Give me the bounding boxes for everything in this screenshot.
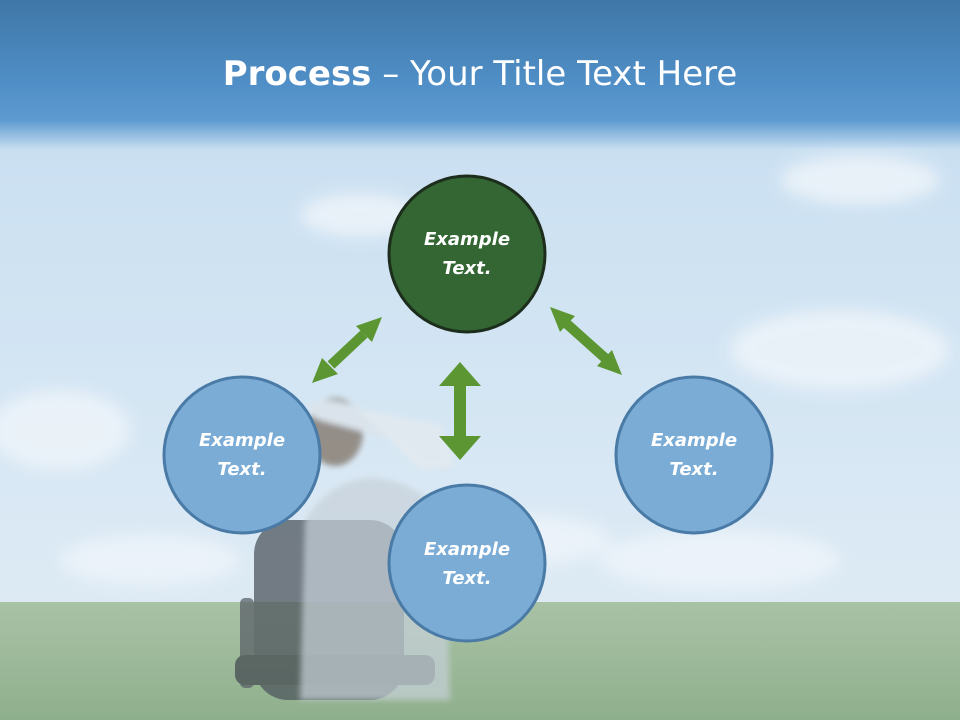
node-left-circle — [162, 375, 322, 535]
slide-title: Process – Your Title Text Here — [0, 52, 960, 96]
node-bottom-label-line2: Text. — [442, 568, 492, 589]
node-right-label-line1: Example — [650, 430, 738, 451]
node-top-label: Example Text. — [392, 225, 542, 283]
title-rest: – Your Title Text Here — [371, 54, 738, 94]
node-left-label-line2: Text. — [217, 459, 267, 480]
node-top-label-line1: Example — [423, 229, 511, 250]
title-bar — [0, 0, 960, 150]
node-right-label: Example Text. — [619, 426, 769, 484]
node-bottom-label: Example Text. — [392, 535, 542, 593]
title-strong: Process — [222, 54, 372, 94]
node-top-circle — [387, 174, 547, 334]
node-left-label-line1: Example — [198, 430, 286, 451]
arrow-top-right — [550, 307, 622, 375]
arrow-vertical — [439, 362, 481, 460]
node-right-label-line2: Text. — [669, 459, 719, 480]
node-left-label: Example Text. — [167, 426, 317, 484]
node-bottom-circle — [387, 483, 547, 643]
node-right-circle — [614, 375, 774, 535]
node-top-label-line2: Text. — [442, 258, 492, 279]
arrow-top-left — [312, 317, 382, 383]
node-bottom-label-line1: Example — [423, 539, 511, 560]
